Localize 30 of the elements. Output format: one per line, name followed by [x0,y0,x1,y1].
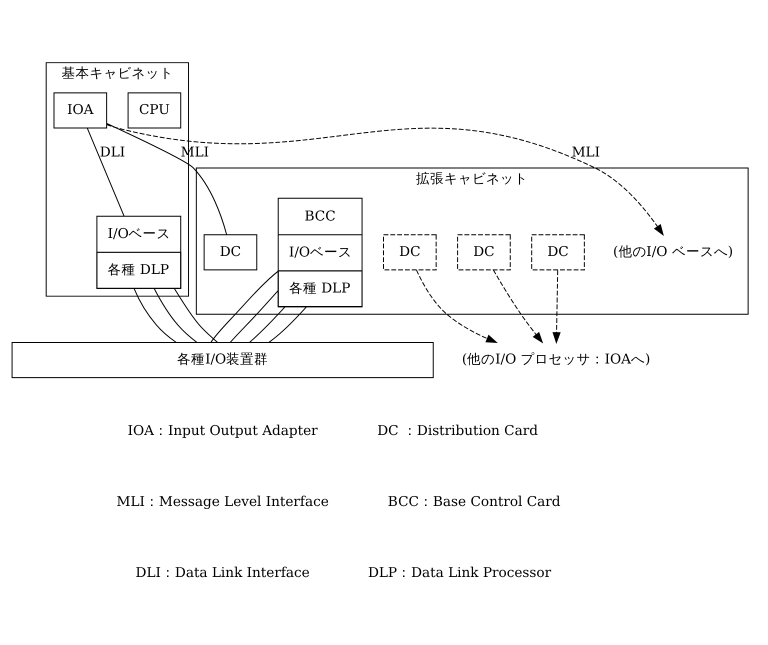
connector [174,288,218,342]
arrow [416,269,498,342]
label: BCC：Base Control Card [388,493,561,510]
connector [210,270,279,342]
connector [249,306,286,342]
node-box: CPU [128,92,182,128]
node-box: DC [457,234,511,270]
connector [134,288,177,342]
node-box: 各種I/O装置群 [12,342,434,378]
connector [106,122,228,235]
node-box: DC [531,234,585,270]
edge-label: MLI [572,144,600,160]
connector [86,127,125,216]
arrow [492,268,544,344]
connector [230,290,279,342]
arrow [106,124,664,236]
label: MLI：Message Level Interface [116,493,329,510]
node-text: (他のI/O プロセッサ：IOAへ) [462,351,650,368]
node-text: (他のI/O ベースへ) [613,243,734,260]
edge-label: DLI [100,144,126,160]
label: DC ：Distribution Card [377,422,538,438]
label: DLP：Data Link Processor [368,564,552,581]
arrow [552,269,561,344]
node-box: DC [204,234,258,270]
node-box: IOA [54,92,108,128]
connector [154,288,198,342]
label: DLI：Data Link Interface [136,564,310,581]
connector [268,306,308,342]
label: IOA：Input Output Adapter [128,422,318,438]
node-box: DC [383,234,437,270]
